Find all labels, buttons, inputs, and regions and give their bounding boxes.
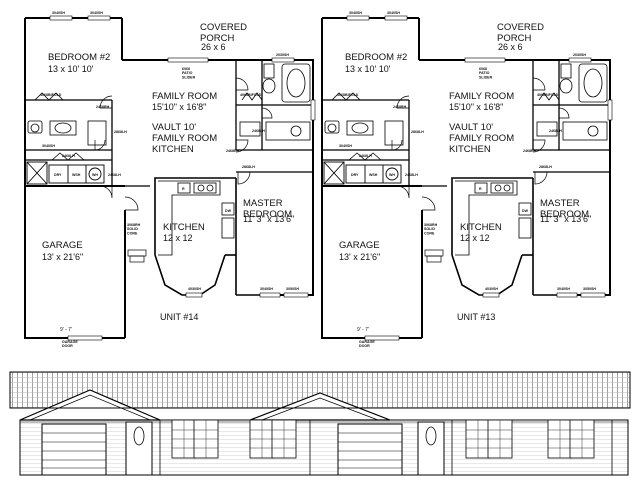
window-top-left-tag: 3040SH: [349, 11, 362, 15]
unit-label: UNIT #14: [160, 312, 198, 322]
mb-door-tag: 2868LH: [242, 165, 255, 169]
kitchen-label: KITCHEN: [163, 222, 205, 233]
garage-label: GARAGE: [42, 240, 83, 251]
bedroom2-label: BEDROOM #2: [48, 52, 110, 63]
window-top-left-tag: 3040SH: [52, 11, 65, 15]
closet3-tag: 2468RH: [96, 105, 110, 109]
mb-window1-tag: 3040SH: [557, 287, 570, 291]
door-oval-window-right: [425, 426, 437, 446]
range-tag: R: [479, 187, 482, 191]
garage-size: 13' x 21'6": [339, 252, 380, 262]
facade-wall: [19, 419, 629, 476]
family-room-label: FAMILY ROOM: [152, 91, 217, 102]
garage-label: GARAGE: [339, 240, 380, 251]
closet2-tag: 2468LH: [359, 154, 372, 158]
bed-closet-tag: 2868LH: [114, 130, 127, 134]
mb-window2-tag: 3050SH: [286, 287, 299, 291]
family-room-size: 15'10" x 16'8": [449, 102, 503, 112]
wh-tag: WH: [389, 173, 395, 177]
garage-size: 13' x 21'6": [42, 252, 83, 262]
family-room-size: 15'10" x 16'8": [152, 102, 206, 112]
kitchen-note: KITCHEN: [449, 144, 491, 155]
window-top-mid-tag: 3040SH: [387, 11, 400, 15]
covered-porch-size: 26 x 6: [201, 42, 226, 52]
closet1-tag: 3040SH: [42, 144, 55, 148]
window-top-mid-tag: 3040SH: [90, 11, 103, 15]
door-oval-window-left: [133, 426, 145, 446]
window-top-right-tag: 2030SH: [573, 53, 586, 57]
bed-closet-tag: 2868LH: [411, 130, 424, 134]
kitchen-size: 12 x 12: [163, 233, 193, 243]
mb-window1-tag: 3040SH: [260, 287, 273, 291]
laundry-tag: 2468LH: [108, 173, 121, 177]
window-top-right-tag: 2030SH: [276, 53, 289, 57]
bedroom2-label: BEDROOM #2: [345, 52, 407, 63]
garage-door-dim: 9' - 7': [357, 327, 369, 333]
kitchen-label: KITCHEN: [460, 222, 502, 233]
washer-tag: WSH: [72, 173, 81, 177]
bifold-bed-tag: 4068BIFOLD: [337, 93, 359, 97]
bath-door-tag: 2468LH: [252, 129, 265, 133]
garage-door-right: [337, 423, 403, 476]
vault-note: VAULT 10': [152, 122, 196, 133]
dryer-tag: DRY: [351, 173, 359, 177]
bath-door-tag: 2468LH: [549, 129, 562, 133]
master-bedroom-size: 11' 3" x 13'6": [540, 214, 591, 224]
unit-label: UNIT #13: [457, 312, 495, 322]
dw-tag: DW: [522, 209, 529, 213]
bedroom2-size: 13 x 10' 10': [345, 64, 391, 74]
laundry-tag: 2468LH: [405, 173, 418, 177]
kitchen-window-tag: 4030SH: [485, 287, 498, 291]
bifold-mb-tag: 4068BIFOLD: [240, 93, 262, 97]
vault-note: VAULT 10': [449, 122, 493, 133]
garage-door-left: [41, 423, 107, 476]
dw-tag: DW: [225, 209, 232, 213]
rh-door-tag: 2468RH: [523, 149, 537, 153]
dryer-tag: DRY: [54, 173, 62, 177]
wh-tag: WH: [92, 173, 98, 177]
kitchen-window-tag: 4030SH: [188, 287, 201, 291]
bifold-mb-tag: 4068BIFOLD: [537, 93, 559, 97]
mb-window2-tag: 3050SH: [583, 287, 596, 291]
closet3-tag: 2468RH: [393, 105, 407, 109]
kitchen-size: 12 x 12: [460, 233, 490, 243]
washer-tag: WSH: [369, 173, 378, 177]
bedroom2-size: 13 x 10' 10': [48, 64, 94, 74]
covered-porch-size: 26 x 6: [498, 42, 523, 52]
bifold-bed-tag: 4068BIFOLD: [40, 93, 62, 97]
closet1-tag: 3040SH: [339, 144, 352, 148]
closet2-tag: 2468LH: [62, 154, 75, 158]
mb-door-tag: 2868LH: [539, 165, 552, 169]
family-room-note: FAMILY ROOM: [152, 133, 217, 144]
kitchen-note: KITCHEN: [152, 144, 194, 155]
rh-door-tag: 2468RH: [226, 149, 240, 153]
garage-door-dim: 9' - 7': [60, 327, 72, 333]
family-room-label: FAMILY ROOM: [449, 91, 514, 102]
front-elevation: [9, 371, 631, 476]
range-tag: R: [182, 187, 185, 191]
master-bedroom-size: 11' 3" x 13'6": [243, 214, 294, 224]
family-room-note: FAMILY ROOM: [449, 133, 514, 144]
